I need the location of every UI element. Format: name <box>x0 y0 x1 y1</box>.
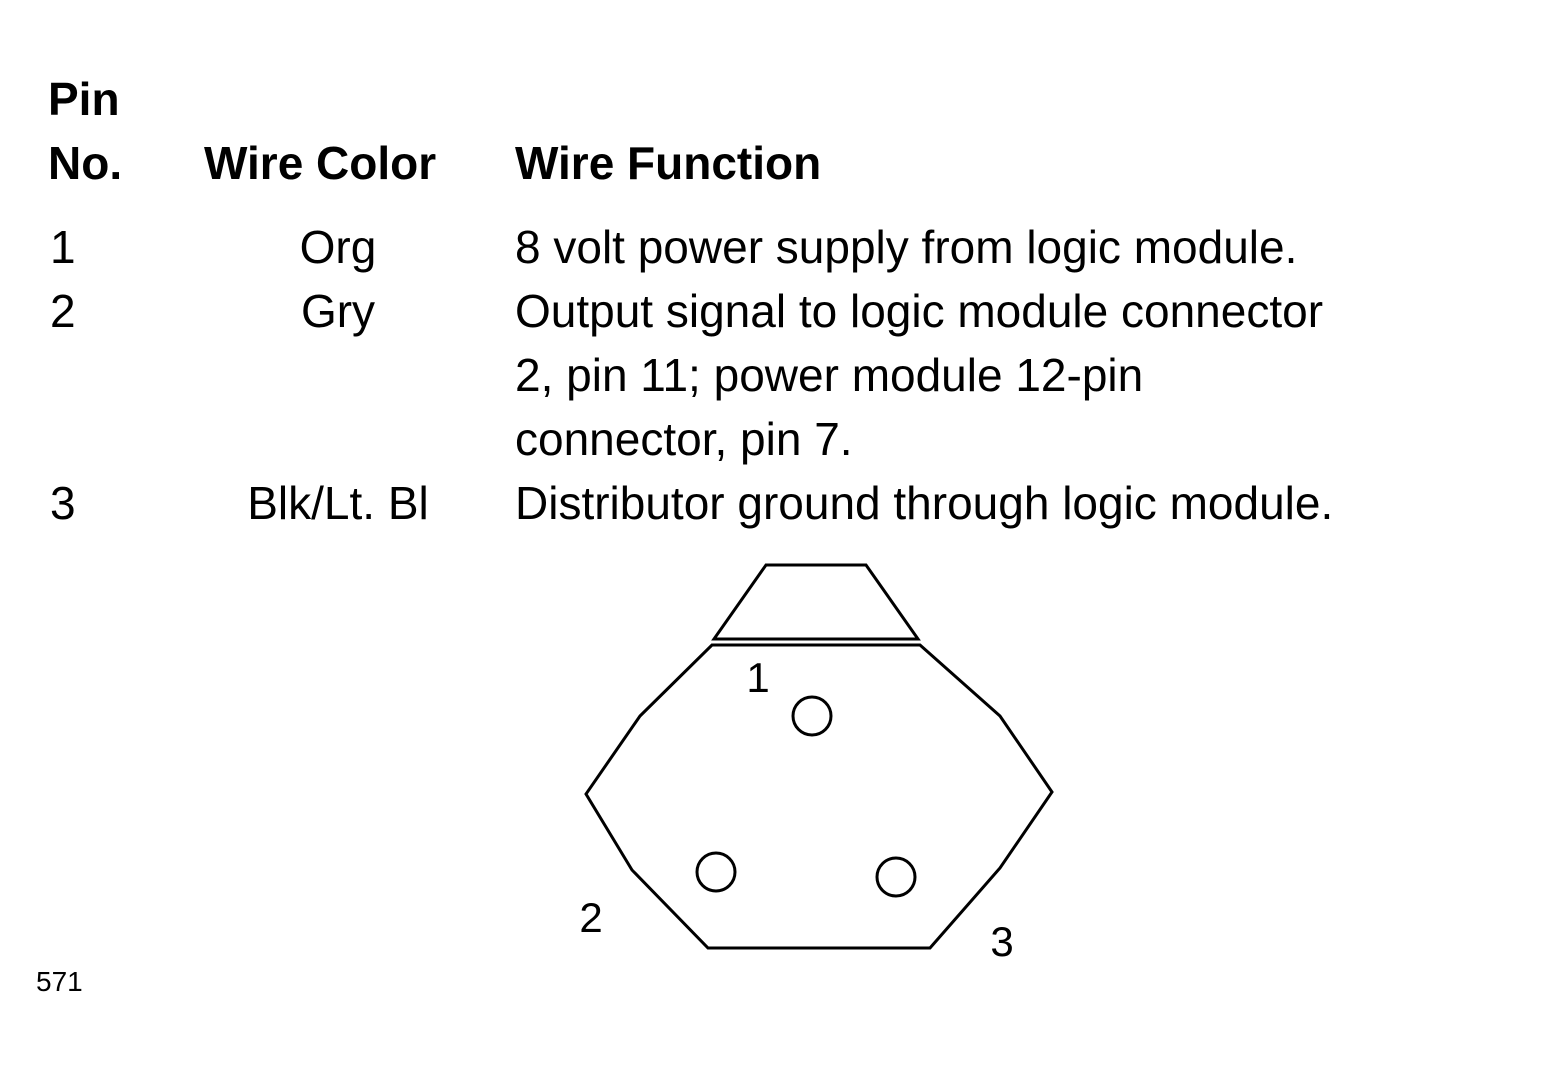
pin-1-socket <box>791 695 833 737</box>
pin-number-header-line2: No. <box>48 137 123 189</box>
wire-function-header: Wire Function <box>515 137 822 189</box>
figure-number: 571 <box>36 966 83 997</box>
row-3-wire-color: Blk/Lt. Bl <box>247 477 429 529</box>
row-3-wire-function: Distributor ground through logic module. <box>515 477 1334 529</box>
row-2-wire-function-line-1: Output signal to logic module connector <box>515 285 1324 337</box>
wire-color-header: Wire Color <box>204 137 437 189</box>
row-2-pin: 2 <box>50 285 76 337</box>
pin-2-socket <box>695 851 737 893</box>
pin-3-socket <box>875 856 917 898</box>
connector-locking-tab <box>711 563 921 641</box>
pin-2-label: 2 <box>579 894 602 941</box>
row-2-wire-color: Gry <box>300 285 376 337</box>
connector-body-outline <box>584 643 1054 950</box>
row-2-wire-function-line-2: 2, pin 11; power module 12-pin <box>515 349 1144 401</box>
row-1-wire-function: 8 volt power supply from logic module. <box>515 221 1298 273</box>
row-1-wire-color: Org <box>299 221 377 273</box>
pin-3-label: 3 <box>990 918 1013 965</box>
row-1-pin: 1 <box>50 221 76 273</box>
row-2-wire-function-line-3: connector, pin 7. <box>515 413 853 465</box>
pin-number-header-line1: Pin <box>48 73 120 125</box>
pin-1-label: 1 <box>746 654 769 701</box>
row-3-pin: 3 <box>50 477 76 529</box>
